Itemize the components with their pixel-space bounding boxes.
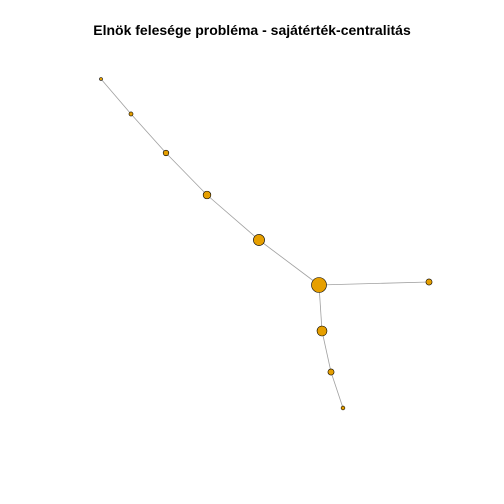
graph-node [202,190,212,200]
graph-edge [330,371,344,409]
graph-edge [100,78,132,115]
graph-node [340,405,346,411]
graph-edge [258,239,320,286]
edges-layer [100,78,430,409]
graph-node [162,149,170,157]
graph-edge [206,194,260,241]
graph-node [128,111,134,117]
graph-edge [321,330,332,373]
nodes-layer [99,77,433,411]
graph-node [327,368,335,376]
graph-edge [130,113,167,154]
graph-edge [165,152,208,196]
graph-edge [318,281,430,286]
graph-node [311,277,327,293]
graph-node [253,234,265,246]
graph-node [316,325,328,337]
graph-node [99,77,103,81]
graph-node [425,278,433,286]
plot-title: Elnök felesége probléma - sajátérték-cen… [93,22,411,38]
